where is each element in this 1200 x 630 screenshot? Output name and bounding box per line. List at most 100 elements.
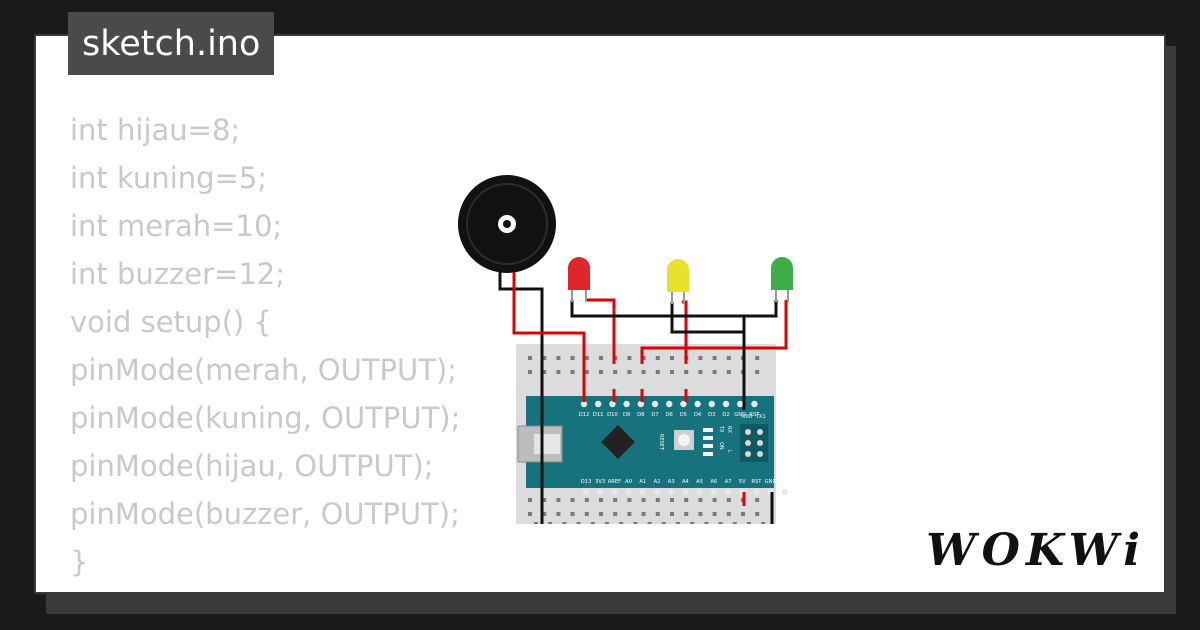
status-led — [703, 452, 713, 456]
icsp-pin — [757, 440, 763, 446]
code-line: int buzzer=12; — [70, 257, 285, 291]
side-label: TX — [718, 425, 724, 433]
board-pin[interactable] — [625, 488, 632, 496]
breadboard-hole — [726, 498, 731, 502]
board-pin[interactable] — [722, 400, 730, 408]
breadboard-hole — [755, 498, 760, 502]
breadboard-hole — [542, 356, 547, 360]
board-pin[interactable] — [696, 488, 703, 496]
breadboard-hole — [619, 522, 624, 524]
breadboard-hole — [542, 498, 547, 502]
filename-tab[interactable]: sketch.ino — [68, 12, 275, 75]
breadboard-hole — [698, 498, 703, 502]
code-line: int merah=10; — [70, 209, 283, 243]
pin-label: RST — [751, 479, 762, 485]
green-led[interactable] — [771, 257, 793, 302]
breadboard-hole — [627, 356, 632, 360]
breadboard-hole — [698, 356, 703, 360]
breadboard-hole — [684, 512, 689, 516]
icsp-pins — [745, 429, 763, 457]
code-line: pinMode(merah, OUTPUT); — [70, 353, 458, 387]
breadboard-hole — [747, 522, 751, 524]
breadboard-hole — [741, 512, 745, 516]
reset-label: RESET — [658, 434, 664, 451]
board-pin[interactable] — [580, 400, 588, 408]
board-pin[interactable] — [637, 400, 644, 408]
board-pin[interactable] — [751, 400, 758, 408]
pin-label: GND — [734, 412, 746, 418]
breadboard-hole — [755, 370, 760, 374]
status-led — [703, 444, 713, 448]
board-pin[interactable] — [623, 400, 630, 408]
code-line: int kuning=5; — [70, 161, 268, 195]
breadboard-hole — [712, 356, 717, 360]
board-pin[interactable] — [639, 488, 646, 496]
board-pin[interactable] — [724, 488, 732, 496]
board-pin[interactable] — [680, 400, 687, 408]
reset-button-cap[interactable] — [678, 434, 690, 446]
breadboard-hole — [755, 512, 760, 516]
breadboard-hole — [599, 370, 603, 374]
pin-label: A4 — [682, 479, 690, 485]
red-led[interactable] — [568, 257, 590, 302]
board-pin[interactable] — [781, 488, 788, 496]
board-pin[interactable] — [668, 488, 675, 496]
breadboard-hole — [712, 370, 717, 374]
board-pin[interactable] — [666, 400, 673, 408]
board-pin[interactable] — [651, 400, 659, 408]
board-pin[interactable] — [611, 488, 618, 496]
breadboard-hole — [712, 498, 717, 502]
pin-label: AREF — [608, 479, 621, 485]
board-pin[interactable] — [597, 488, 604, 496]
wokwi-logo: WOKWi — [926, 525, 1146, 576]
pin-label: GND — [765, 479, 777, 485]
breadboard-hole — [698, 512, 703, 516]
breadboard-hole — [570, 370, 575, 374]
breadboard-hole — [633, 522, 638, 524]
yellow-led[interactable] — [667, 259, 689, 304]
pin-label: D6 — [666, 412, 673, 418]
breadboard-hole — [761, 522, 766, 524]
board-pin[interactable] — [710, 488, 717, 496]
side-label: RX — [726, 426, 732, 433]
board-pin[interactable] — [753, 488, 760, 496]
wire-buzzer-gnd — [498, 272, 774, 524]
pin-label: D10 — [607, 412, 618, 418]
pin-label: D8 — [637, 412, 644, 418]
breadboard-hole — [613, 370, 618, 374]
board-pin[interactable] — [708, 400, 715, 408]
icsp-pin — [757, 451, 763, 457]
wire-green-led-d8 — [640, 300, 788, 364]
board-pin[interactable] — [653, 488, 661, 496]
board-pin[interactable] — [595, 400, 602, 408]
board-pin[interactable] — [609, 400, 616, 408]
wires — [498, 272, 788, 524]
arduino-nano-board — [526, 396, 774, 488]
preview-card: int hijau=8; int kuning=5; int merah=10;… — [34, 34, 1166, 594]
pin-label: D13 — [581, 479, 592, 485]
breadboard-hole — [726, 512, 731, 516]
board-pin[interactable] — [694, 400, 701, 408]
board-pin[interactable] — [582, 488, 590, 496]
breadboard-hole — [726, 370, 731, 374]
side-label: L — [726, 450, 732, 453]
code-line: void loop() { — [70, 586, 460, 592]
breadboard-hole — [718, 522, 723, 524]
wire-red-led-gnd — [570, 300, 746, 410]
breadboard-hole — [690, 522, 695, 524]
icsp-pin — [757, 429, 763, 435]
code-line: int hijau=8; — [70, 113, 241, 147]
pin-label: A2 — [654, 479, 661, 485]
breadboard-hole — [627, 498, 632, 502]
pin-label: A5 — [696, 479, 703, 485]
breadboard-hole — [570, 356, 575, 360]
board-pin[interactable] — [737, 400, 744, 408]
pin-label: 5V — [739, 479, 746, 485]
breadboard-hole — [684, 498, 689, 502]
icsp-header — [740, 424, 768, 462]
breadboard-hole — [670, 498, 674, 502]
board-pin[interactable] — [682, 488, 689, 496]
code-editor: int hijau=8; int kuning=5; int merah=10;… — [70, 106, 460, 592]
